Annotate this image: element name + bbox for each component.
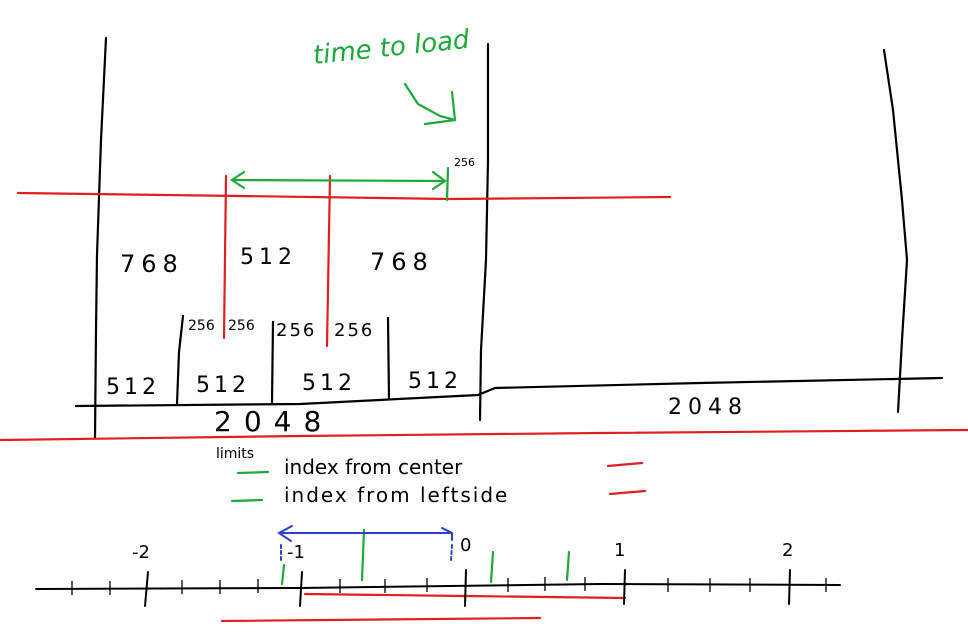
green-marker-center — [360, 528, 366, 582]
green-curved-arrow — [403, 82, 457, 122]
green-marker-b — [489, 550, 495, 584]
chunk-label-2: 512 — [196, 373, 250, 398]
baseline — [74, 376, 944, 408]
tick-label-0: 0 — [460, 535, 471, 556]
major-tick-2 — [788, 569, 791, 605]
blue-dashed-right — [450, 544, 453, 561]
red-bottom-line — [220, 616, 542, 623]
green-double-arrow — [230, 178, 446, 183]
legend-title: limits — [216, 446, 254, 462]
legend-red-swatch-2 — [608, 489, 647, 496]
middle-boundary-line — [478, 42, 490, 422]
green-marker-c — [565, 550, 571, 582]
block-left-label: 768 — [120, 250, 184, 278]
total-left-label: 2048 — [214, 405, 333, 438]
half-label-4: 256 — [334, 320, 374, 341]
legend-item-2-label: index from leftside — [284, 483, 509, 507]
number-line — [35, 569, 841, 607]
block-center-label: 512 — [240, 245, 297, 270]
tick-label-minus1: -1 — [287, 542, 305, 563]
chunk-label-1: 512 — [106, 375, 160, 400]
red-vertical-left — [222, 174, 228, 340]
major-tick-minus2 — [144, 571, 149, 607]
time-to-load-label: time to load — [312, 25, 472, 71]
half-label-2: 256 — [228, 318, 255, 334]
major-tick-0 — [464, 569, 467, 607]
number-line-axis — [35, 582, 841, 590]
legend-red-swatch-1 — [606, 461, 644, 468]
red-vertical-center — [325, 174, 332, 348]
legend-item-1-label: index from center — [284, 455, 463, 479]
minor-ticks — [71, 577, 827, 595]
green-arrowhead-right — [431, 170, 447, 191]
major-tick-1 — [623, 569, 626, 605]
red-limits-line — [0, 428, 968, 442]
total-right-label: 2048 — [668, 395, 748, 420]
half-label-1: 256 — [188, 318, 215, 334]
green-curved-arrowhead — [423, 90, 457, 126]
blue-arrowhead-left — [277, 525, 293, 542]
green-marks — [230, 82, 571, 586]
chunk-divider-1 — [175, 314, 185, 406]
half-label-3: 256 — [276, 320, 316, 341]
black-structure — [74, 36, 944, 440]
green-end-tick — [445, 166, 450, 202]
red-lines — [0, 174, 968, 623]
chunk-label-3: 512 — [302, 371, 356, 396]
blue-arrowhead-right — [441, 527, 453, 541]
tick-label-1: 1 — [614, 540, 625, 561]
tick-label-2: 2 — [782, 540, 793, 561]
red-load-line — [16, 191, 672, 201]
blue-bracket — [277, 525, 453, 561]
block-right-label: 768 — [370, 248, 434, 276]
left-boundary-line — [93, 36, 108, 440]
legend-green-swatch-1 — [236, 470, 270, 475]
chunk-divider-3 — [386, 316, 391, 400]
small-256-label: 256 — [454, 156, 475, 169]
major-tick-minus1 — [299, 571, 303, 607]
green-marker-a — [280, 563, 286, 586]
chunk-label-4: 512 — [408, 369, 462, 394]
legend-green-swatch-2 — [230, 498, 264, 503]
right-boundary-line — [882, 48, 909, 414]
tick-label-minus2: -2 — [132, 542, 150, 563]
green-arrowhead-left — [230, 170, 246, 190]
chunk-divider-2 — [270, 320, 275, 404]
